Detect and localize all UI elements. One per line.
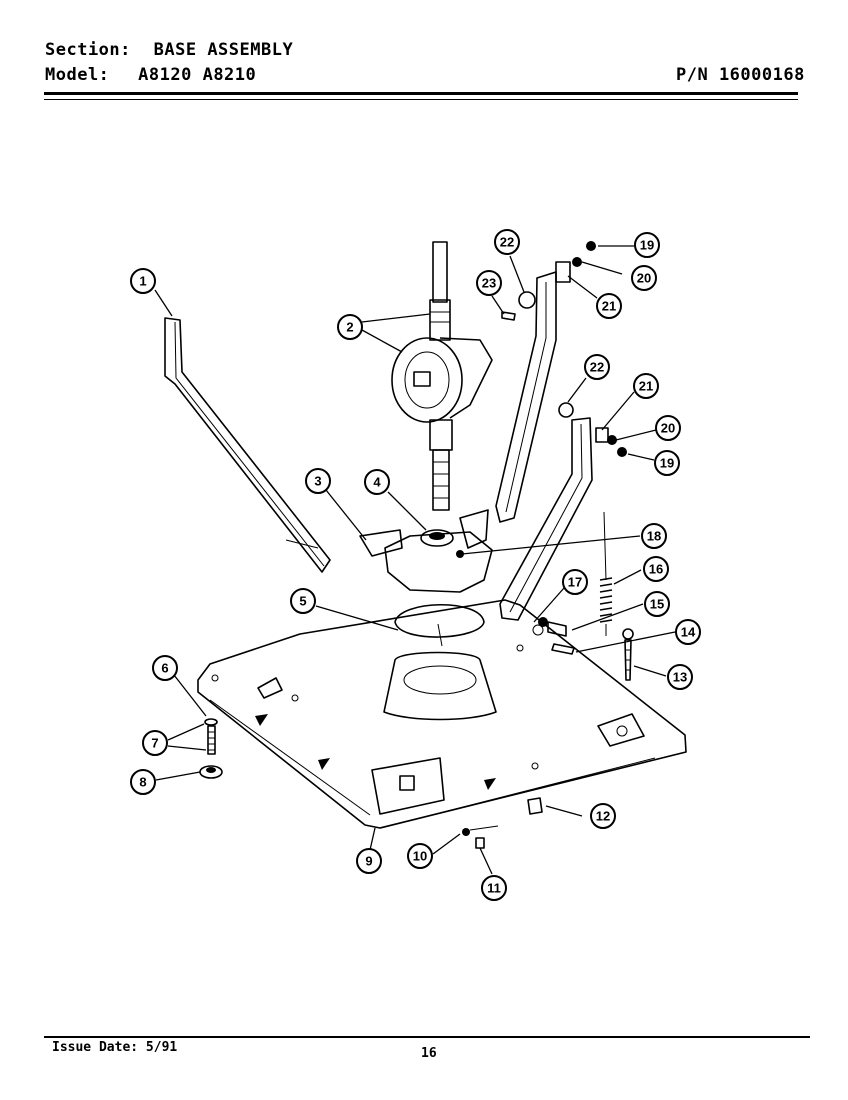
callout-8: 8 [130,769,156,795]
issue-date: Issue Date: 5/91 [52,1040,178,1055]
spring-hardware-part [532,511,634,681]
callout-12: 12 [590,803,616,829]
svg-text:22: 22 [500,235,514,250]
svg-text:18: 18 [647,529,661,544]
callout-7: 7 [142,730,168,756]
part-number: P/N 16000168 [676,65,805,85]
leader-lines [154,245,676,875]
callout-15: 15 [644,591,670,617]
svg-text:12: 12 [596,809,610,824]
header-rule-thin [44,99,798,100]
section-heading: Section: BASE ASSEMBLY [45,40,293,60]
footer-rule [44,1036,810,1038]
svg-text:3: 3 [314,474,321,489]
svg-text:23: 23 [482,276,496,291]
svg-text:17: 17 [568,575,582,590]
base-plate-part [197,599,687,829]
callout-14: 14 [675,619,701,645]
callout-23: 23 [476,270,502,296]
callout-10: 10 [407,843,433,869]
callout-13: 13 [667,664,693,690]
callout-20-upper: 20 [631,265,657,291]
svg-text:7: 7 [151,736,158,751]
svg-text:5: 5 [299,594,306,609]
svg-text:4: 4 [373,475,381,490]
svg-text:22: 22 [590,360,604,375]
svg-text:21: 21 [639,379,653,394]
left-leg-part [164,317,331,573]
callout-6: 6 [152,655,178,681]
svg-text:21: 21 [602,299,616,314]
section-value: BASE ASSEMBLY [153,40,294,60]
model-heading: Model: A8120 A8210 [45,65,256,85]
callout-2: 2 [337,314,363,340]
svg-text:16: 16 [649,562,663,577]
page-number: 16 [421,1046,437,1061]
svg-text:15: 15 [650,597,664,612]
callout-19-upper: 19 [634,232,660,258]
callout-5: 5 [290,588,316,614]
callout-20-lower: 20 [655,415,681,441]
svg-text:14: 14 [681,625,696,640]
callout-19-lower: 19 [654,450,680,476]
callout-16: 16 [643,556,669,582]
model-values: A8120 A8210 [138,65,257,85]
clamp-ring-part [394,603,485,647]
upper-brace-part [495,241,596,523]
callout-9: 9 [356,848,382,874]
callout-17: 17 [562,569,588,595]
svg-text:9: 9 [365,854,372,869]
svg-text:19: 19 [660,456,674,471]
svg-text:8: 8 [139,775,146,790]
callout-22-lower: 22 [584,354,610,380]
callout-21-lower: 21 [633,373,659,399]
callout-4: 4 [364,469,390,495]
leveling-leg-part [199,718,223,779]
callout-3: 3 [305,468,331,494]
svg-text:11: 11 [487,881,501,896]
small-hardware-part [462,797,543,849]
svg-text:20: 20 [661,421,675,436]
svg-text:10: 10 [413,849,427,864]
callout-18: 18 [641,523,667,549]
svg-text:1: 1 [139,274,146,289]
mount-bracket-part [359,509,493,593]
svg-text:6: 6 [161,661,168,676]
callout-22-upper: 22 [494,229,520,255]
svg-text:13: 13 [673,670,687,685]
callout-11: 11 [481,875,507,901]
svg-text:20: 20 [637,271,651,286]
section-label: Section: [45,40,131,60]
model-label: Model: [45,65,110,85]
callout-21-upper: 21 [596,293,622,319]
transmission-part [391,241,493,511]
callout-1: 1 [130,268,156,294]
svg-text:19: 19 [640,238,654,253]
svg-text:2: 2 [346,320,353,335]
header-rule-thick [44,92,798,95]
lower-brace-part [499,402,627,621]
